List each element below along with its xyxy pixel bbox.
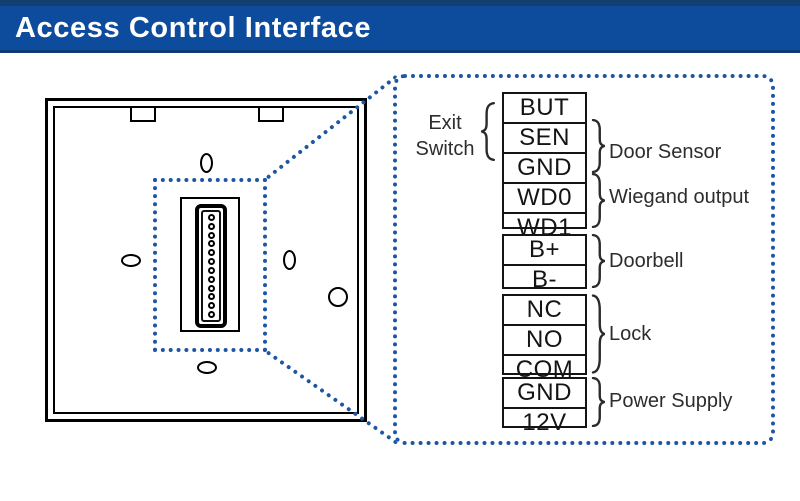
terminal-block-group-4: GND 12V [502,377,587,436]
terminal-pin-strip [201,210,221,322]
screw-hole-left [121,254,141,267]
terminal-connector-ring [195,204,227,328]
pin-hole [207,284,215,292]
screw-hole-top [200,153,213,173]
lock-brace [590,294,605,374]
screw-hole-right [283,250,296,270]
wiegand-output-label: Wiegand output [609,186,750,208]
power-supply-brace [590,377,605,427]
terminal-pin-cell: B- [504,264,585,294]
header-bar: Access Control Interface [0,0,800,53]
page-title: Access Control Interface [15,11,372,44]
pin-hole [207,213,215,221]
exit-switch-label-line1: Exit [428,112,462,134]
pin-hole [207,240,215,248]
mount-tab-right [258,106,284,122]
terminal-pin-cell: WD0 [504,182,585,212]
cable-hole [328,287,348,307]
terminal-pin-cell: BUT [519,94,570,121]
pin-hole [207,302,215,310]
doorbell-brace [590,234,605,288]
door-sensor-label: Door Sensor [609,141,722,163]
device-inner-frame [53,106,359,414]
mount-tab-left [130,106,156,122]
pin-hole [207,311,215,319]
exit-switch-label: Exit Switch [400,110,490,162]
terminal-pin-cell: B+ [528,236,561,263]
terminal-block-group-2: B+ B- [502,234,587,293]
zoom-selection-box [153,178,267,352]
terminal-pin-cell: GND [517,379,572,406]
pin-hole [207,258,215,266]
terminal-block-group-3: NC NO COM [502,294,587,383]
pin-hole [207,222,215,230]
pin-hole [207,266,215,274]
door-sensor-brace [590,119,605,173]
terminal-pin-cell: SEN [504,122,585,152]
terminal-block-group-1: BUT SEN GND WD0 WD1 [502,92,587,241]
exit-switch-brace [481,102,497,161]
terminal-pin-cell: NC [526,296,563,323]
exit-switch-label-line2: Switch [415,138,475,160]
pin-hole [207,249,215,257]
doorbell-label: Doorbell [609,250,684,272]
terminal-pin-cell: GND [504,152,585,182]
device-back-panel [45,98,367,422]
wiegand-output-brace [590,173,605,228]
terminal-pin-cell: NO [504,324,585,354]
screw-hole-bottom [197,361,217,374]
lock-label: Lock [609,323,652,345]
pin-hole [207,275,215,283]
power-supply-label: Power Supply [609,390,733,412]
terminal-pin-cell: 12V [504,407,585,437]
pin-hole [207,293,215,301]
pin-hole [207,231,215,239]
terminal-connector [180,197,240,332]
